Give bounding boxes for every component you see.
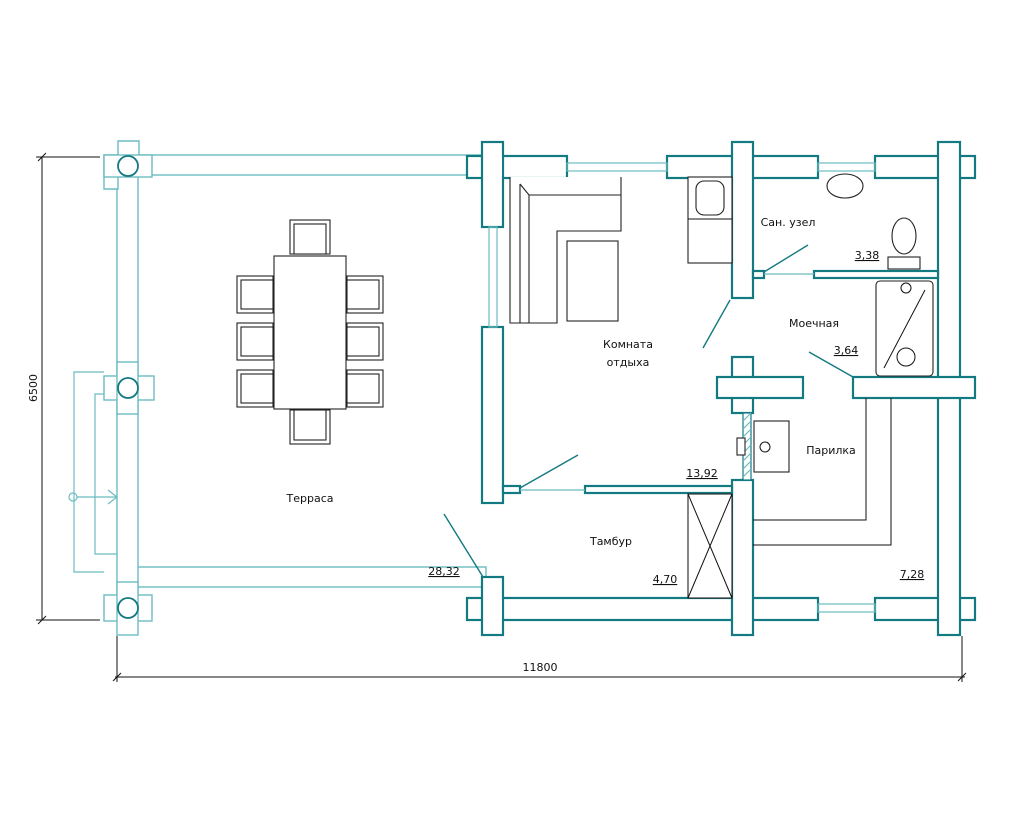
- column-icon: [117, 377, 139, 399]
- room-name-wc: Сан. узел: [761, 216, 816, 229]
- building-walls: [465, 140, 977, 637]
- terrace-structure: [68, 140, 487, 636]
- room-area-terrace: 28,32: [428, 565, 460, 578]
- sink-icon: [695, 180, 725, 216]
- room-name-lounge: Комната: [603, 338, 653, 351]
- room-labels: Терраса 28,32 Комната отдыха 13,92 Тамбу…: [286, 216, 925, 586]
- column-icon: [117, 155, 139, 177]
- terrace-door-swing: [443, 513, 484, 578]
- toilet-icon: [891, 217, 917, 255]
- sauna-stove-icon: [753, 420, 790, 473]
- room-area-vestibule: 4,70: [653, 573, 678, 586]
- room-name-terrace: Терраса: [286, 492, 334, 505]
- room-name-washroom: Моечная: [789, 317, 839, 330]
- room-name-steam-room: Парилка: [806, 444, 856, 457]
- room-name-vestibule: Тамбур: [589, 535, 632, 548]
- room-area-washroom: 3,64: [834, 344, 859, 357]
- width-label: 11800: [523, 661, 558, 674]
- interior-furniture: [509, 173, 934, 599]
- room-area-lounge: 13,92: [686, 467, 718, 480]
- column-icon: [117, 597, 139, 619]
- height-label: 6500: [27, 374, 40, 402]
- dimension-width: 11800: [112, 636, 967, 682]
- washbasin-icon: [826, 173, 864, 199]
- dimension-height: 6500: [27, 152, 100, 625]
- room-area-wc: 3,38: [855, 249, 880, 262]
- dining-table-set: [236, 219, 384, 445]
- room-name-lounge-2: отдыха: [607, 356, 650, 369]
- room-area-steam-room: 7,28: [900, 568, 925, 581]
